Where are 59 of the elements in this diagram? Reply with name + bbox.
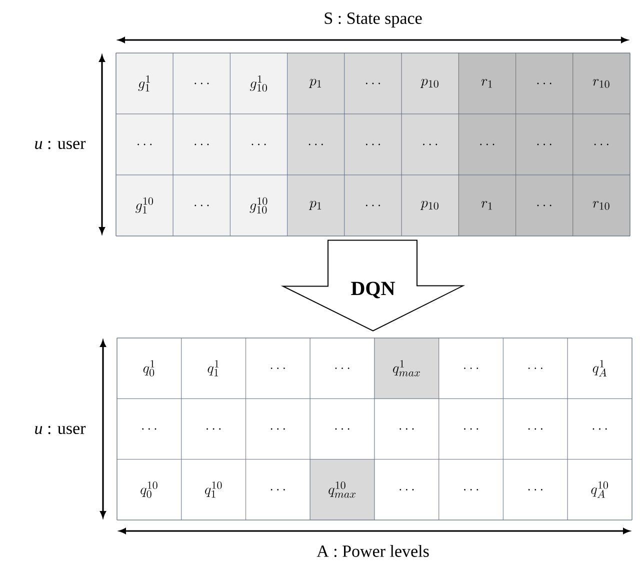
table-cell: $\ldots$ (503, 459, 568, 520)
table-cell: $\ldots$ (230, 114, 288, 176)
table-cell: $r_{10}$ (572, 174, 630, 236)
table-cell: $\ldots$ (116, 114, 174, 176)
table-cell: $\ldots$ (438, 338, 504, 399)
table-cell: $\ldots$ (246, 338, 310, 399)
table-cell: $q_{0}^{10}$ (116, 459, 182, 520)
axis-label: u : user (35, 426, 86, 434)
table-cell: $\ldots$ (374, 398, 440, 460)
table (116, 52, 630, 236)
table-cell: $\ldots$ (172, 174, 230, 236)
axis-label: S : State space (324, 12, 422, 28)
table (116, 338, 632, 520)
table-cell: $\ldots$ (503, 398, 568, 460)
table-cell: $p_{1}$ (287, 52, 345, 114)
table-cell: $\ldots$ (172, 114, 230, 176)
table-cell: $q_{1}^{10}$ (181, 459, 246, 520)
table-cell: $p_{1}$ (287, 174, 345, 236)
table-cell: $\ldots$ (516, 52, 574, 114)
table-cell: $q_{0}^{1}$ (116, 338, 182, 399)
table-cell: $q_{A}^{10}$ (567, 459, 632, 520)
table-cell: $g_{1}^{10}$ (116, 174, 174, 236)
table-cell: $\ldots$ (172, 52, 230, 114)
table-cell: $\ldots$ (401, 114, 459, 176)
table-cell: $\ldots$ (572, 114, 630, 176)
table-cell: $\ldots$ (310, 338, 375, 399)
table-cell: $\ldots$ (246, 398, 310, 460)
table-cell: $\ldots$ (181, 398, 246, 460)
table-cell: $p_{10}$ (401, 174, 459, 236)
table-cell: $\ldots$ (374, 459, 440, 520)
table-cell: $\ldots$ (503, 338, 568, 399)
edge-label: DQN (351, 282, 395, 298)
table-cell: $g_{10}^{10}$ (230, 174, 288, 236)
table-cell: $\ldots$ (516, 114, 574, 176)
block-arrow (280, 240, 466, 332)
table-cell: $q_{max}^{10}$ (310, 459, 375, 520)
table-cell: $r_{10}$ (572, 52, 630, 114)
table-cell: $\ldots$ (116, 398, 182, 460)
axis-label: u : user (35, 140, 86, 150)
table-cell: $\ldots$ (246, 459, 310, 520)
table-cell: $\ldots$ (287, 114, 345, 176)
table-cell: $\ldots$ (458, 114, 516, 176)
table-cell: $\ldots$ (344, 52, 402, 114)
table-cell: $g_{10}^{1}$ (230, 52, 288, 114)
table-cell: $q_{A}^{1}$ (567, 338, 632, 399)
table-cell: $r_{1}$ (458, 52, 516, 114)
table-cell: $\ldots$ (344, 114, 402, 176)
table-cell: $q_{max}^{1}$ (374, 338, 440, 399)
table-cell: $r_{1}$ (458, 174, 516, 236)
table-cell: $p_{10}$ (401, 52, 459, 114)
table-cell: $\ldots$ (344, 174, 402, 236)
table-cell: $g_{1}^{1}$ (116, 52, 174, 114)
table-cell: $\ldots$ (438, 398, 504, 460)
table-cell: $\ldots$ (310, 398, 375, 460)
table-cell: $\ldots$ (516, 174, 574, 236)
axis-label: A : Power levels (316, 544, 429, 558)
table-cell: $\ldots$ (438, 459, 504, 520)
table-cell: $\ldots$ (567, 398, 632, 460)
table-cell: $q_{1}^{1}$ (181, 338, 246, 399)
